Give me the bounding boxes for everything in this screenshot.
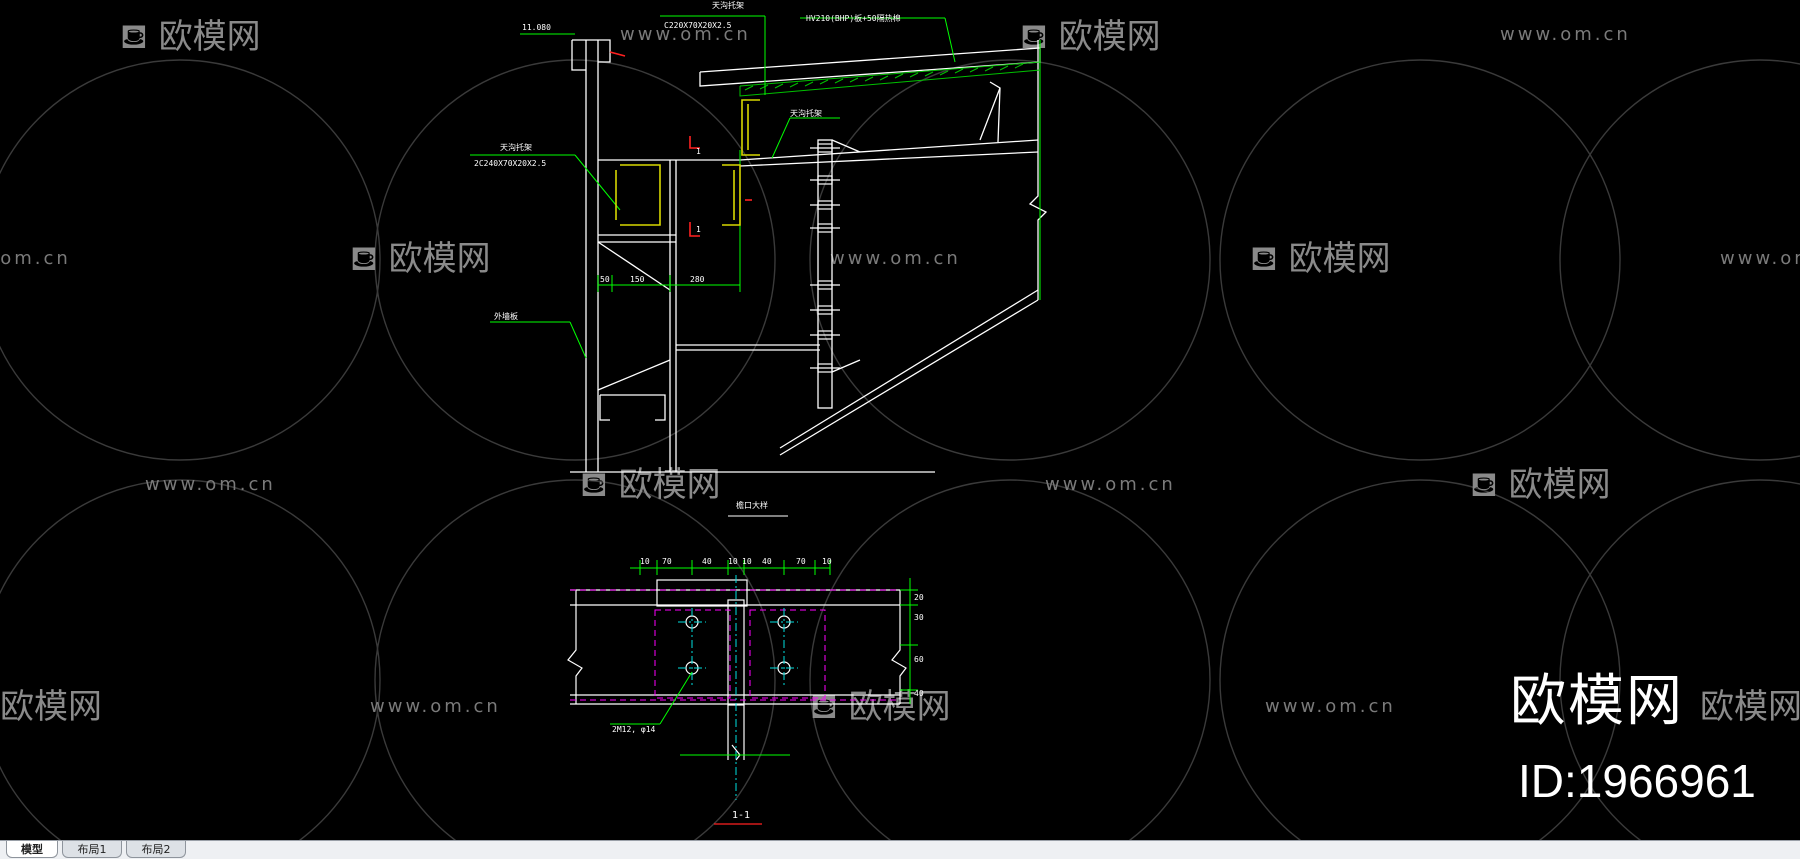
tab-model[interactable]: 模型: [6, 841, 58, 858]
svg-text:10: 10: [640, 557, 650, 566]
sofa-icon: ⛾: [1470, 465, 1498, 505]
svg-text:70: 70: [662, 557, 672, 566]
svg-text:10: 10: [728, 557, 738, 566]
svg-text:www.om.cn: www.om.cn: [0, 248, 71, 269]
svg-text:⛾ 欧模网: ⛾ 欧模网: [810, 687, 951, 727]
svg-text:欧模网: 欧模网: [0, 687, 102, 727]
svg-text:11.080: 11.080: [522, 23, 551, 32]
svg-text:www.om.cn: www.om.cn: [620, 24, 751, 45]
watermark-circles: [0, 59, 1800, 840]
tab-layout-2[interactable]: 布局2: [126, 841, 186, 858]
brand-name: 欧模网: [1510, 669, 1684, 734]
svg-text:280: 280: [690, 275, 705, 284]
svg-text:40: 40: [702, 557, 712, 566]
tab-label: 布局2: [141, 843, 171, 856]
svg-text:1: 1: [696, 225, 701, 234]
sofa-icon: ⛾: [1020, 17, 1048, 57]
purlin-sections: [615, 99, 760, 226]
svg-text:⛾ 欧模网: ⛾ 欧模网: [580, 465, 721, 505]
svg-text:www.om.cn: www.om.cn: [830, 248, 961, 269]
svg-text:C220X70X20X2.5: C220X70X20X2.5: [664, 21, 732, 30]
svg-text:70: 70: [796, 557, 806, 566]
watermark-logo: ⛾ 欧模网 ⛾ 欧模网 ⛾ 欧模网 ⛾ 欧模网 ⛾ 欧模网 ⛾ 欧模网 欧模网 …: [0, 17, 1800, 727]
svg-text:50: 50: [600, 275, 610, 284]
tab-layout-1[interactable]: 布局1: [62, 841, 122, 858]
dimension-lines: [470, 15, 1041, 359]
bolt-group: [810, 143, 840, 373]
section-markers: [609, 51, 752, 237]
eaves-detail: [570, 39, 1048, 473]
svg-text:10: 10: [742, 557, 752, 566]
svg-text:天沟托架: 天沟托架: [712, 0, 744, 10]
svg-text:www.om.cn: www.om.cn: [370, 696, 501, 717]
svg-text:欧模网: 欧模网: [1700, 687, 1800, 727]
model-id: ID:1966961: [1518, 755, 1756, 807]
svg-text:20: 20: [914, 593, 924, 602]
svg-text:www.om.cn: www.om.cn: [1720, 248, 1800, 269]
svg-text:2C240X70X20X2.5: 2C240X70X20X2.5: [474, 159, 546, 168]
svg-text:www.om.cn: www.om.cn: [1265, 696, 1396, 717]
svg-text:⛾ 欧模网: ⛾ 欧模网: [1020, 17, 1161, 57]
plate-outline: [570, 589, 900, 701]
centerlines: [678, 575, 798, 800]
svg-text:HV210(BHP)板+50隔热棉: HV210(BHP)板+50隔热棉: [806, 13, 901, 23]
tab-label: 布局1: [77, 843, 107, 856]
sofa-icon: ⛾: [810, 687, 838, 727]
svg-text:www.om.cn: www.om.cn: [1045, 474, 1176, 495]
svg-text:天沟托架: 天沟托架: [790, 108, 822, 118]
sofa-icon: ⛾: [580, 465, 608, 505]
watermark-url: www.om.cn www.om.cn www.om.cn www.om.cn …: [0, 24, 1800, 717]
svg-text:40: 40: [762, 557, 772, 566]
tab-label: 模型: [21, 843, 43, 856]
svg-text:10: 10: [822, 557, 832, 566]
svg-text:外墙板: 外墙板: [494, 311, 518, 321]
section-dims: [610, 560, 918, 756]
svg-text:2M12, φ14: 2M12, φ14: [612, 725, 656, 734]
model-space-canvas[interactable]: ⛾ 欧模网 ⛾ 欧模网 ⛾ 欧模网 ⛾ 欧模网 ⛾ 欧模网 ⛾ 欧模网 欧模网 …: [0, 0, 1800, 840]
svg-text:1: 1: [696, 147, 701, 156]
insulation-layer: [739, 61, 1041, 97]
layout-tab-bar: 模型 布局1 布局2: [0, 840, 1800, 859]
svg-text:www.om.cn: www.om.cn: [145, 474, 276, 495]
sofa-icon: ⛾: [120, 17, 148, 57]
sofa-icon: ⛾: [1250, 239, 1278, 279]
svg-text:⛾ 欧模网: ⛾ 欧模网: [1470, 465, 1611, 505]
svg-text:150: 150: [630, 275, 645, 284]
svg-text:40: 40: [914, 689, 924, 698]
svg-text:天沟托架: 天沟托架: [500, 142, 532, 152]
section-labels: 10 70 40 10 10 40 70 10 20 30 60 40 2M12…: [612, 557, 924, 821]
svg-text:⛾ 欧模网: ⛾ 欧模网: [1250, 239, 1391, 279]
svg-text:檐口大样: 檐口大样: [736, 500, 768, 510]
eaves-labels: 11.080 C220X70X20X2.5 HV210(BHP)板+50隔热棉 …: [474, 0, 901, 510]
sofa-icon: ⛾: [350, 239, 378, 279]
svg-text:⛾ 欧模网: ⛾ 欧模网: [350, 239, 491, 279]
svg-text:30: 30: [914, 613, 924, 622]
svg-text:⛾ 欧模网: ⛾ 欧模网: [120, 17, 261, 57]
svg-text:60: 60: [914, 655, 924, 664]
svg-text:www.om.cn: www.om.cn: [1500, 24, 1631, 45]
svg-text:1-1: 1-1: [732, 810, 750, 821]
